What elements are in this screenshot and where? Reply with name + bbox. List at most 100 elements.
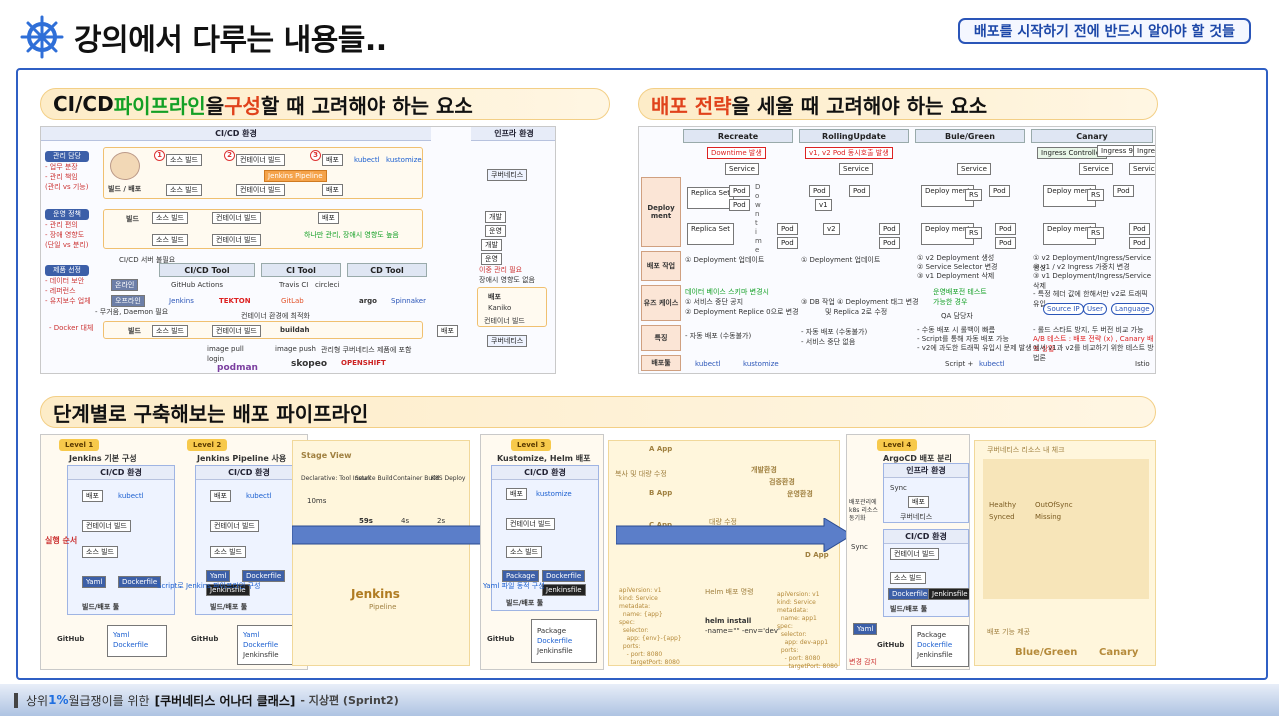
source-build-node: 소스 빌드: [210, 546, 246, 558]
role-block: 관리 담당 - 업무 분장 - 관리 책임 (관리 vs 기능): [45, 151, 97, 192]
service-node: Service: [1079, 163, 1113, 175]
pod-node: Pod: [1129, 223, 1150, 235]
source-ip-tag: Source IP: [1043, 303, 1084, 315]
col-canary: Canary: [1031, 129, 1153, 143]
cicd-env-header: CI/CD 환경: [68, 466, 174, 480]
deploy-label: 배포: [488, 293, 501, 301]
pod-node: Pod: [995, 237, 1016, 249]
feature-text: 에서 v1과 v2를 비교하기 위한 테스트 방법론: [1033, 344, 1154, 362]
role-line: - 데이터 보안: [45, 277, 85, 285]
work-text: ③ v1 Deployment 삭제: [917, 272, 995, 280]
level4-cicd: CI/CD 환경 컨테이너 빌드 소스 빌드 Dockerfile Jenkin…: [883, 529, 969, 617]
work-text: ③ v1 Deployment/Ingress/Service 삭제: [1033, 272, 1151, 290]
bulk-note: 대량 수정: [709, 518, 737, 526]
deploy-node: 배포: [322, 154, 343, 166]
dockerfile-file: Dockerfile: [113, 641, 149, 649]
env-dev: 개발환경: [751, 466, 777, 474]
feature-text: A/B 테스트 : 배포 전략 (x) , Canary 배포 상황: [1033, 335, 1154, 353]
source-build-node: 소스 빌드: [152, 234, 188, 246]
dockerfile-tag: Dockerfile: [242, 570, 286, 582]
service-node: Service: [957, 163, 991, 175]
role-line: - 관리 편의: [45, 221, 78, 229]
online-tag: 온라인: [111, 279, 139, 291]
role-heading: 운영 정책: [45, 209, 89, 220]
usecase-text: ① 서비스 중단 공지: [685, 298, 744, 306]
role-line: (단일 vs 분리): [45, 241, 89, 249]
title-part: CI/CD: [53, 92, 114, 116]
pipeline-group-1: 빌드 / 배포 1 소스 빌드 2 컨테이너 빌드 3 배포 kubectl k…: [103, 147, 423, 199]
login-label: login: [207, 355, 225, 363]
footer-middle: 월급쟁이를 위한: [68, 693, 150, 708]
tool-gitlab: GitLab: [281, 297, 304, 305]
work-text: ① v2 Deployment/Ingress/Service 생성: [1033, 254, 1151, 272]
canary-label: Canary: [1099, 647, 1139, 658]
jenkinsfile-file: Jenkinsfile: [537, 647, 573, 655]
service-node: Service: [839, 163, 873, 175]
cicd-env-header: CI/CD 환경: [492, 466, 598, 480]
argo-status: OutOfSync: [1035, 501, 1073, 509]
row-deployment: Deploy ment: [641, 177, 681, 247]
replica-node: Replica Set: [687, 187, 735, 209]
title-highlight-strategy: 배포 전략: [651, 93, 732, 118]
source-build-node: 소스 빌드: [152, 325, 188, 337]
argo-status: Missing: [1035, 513, 1062, 521]
usecase-text: 데이터 베이스 스키마 변경시: [685, 288, 769, 296]
argo-screenshot: [983, 459, 1149, 599]
kaniko-group: 배포 Kaniko 컨테이너 빌드: [477, 287, 547, 327]
pod-node: Pod: [1129, 237, 1150, 249]
work-text: ② v1 / v2 Ingress 가중치 변경: [1033, 263, 1130, 271]
deploy-node: 배포: [908, 496, 929, 508]
tool-argo: argo: [359, 297, 377, 305]
stage-col: Declarative: Tool Install: [301, 475, 371, 482]
helm-panel: A App B App C App 복사 및 대량 수정 대량 수정 개발환경 …: [608, 440, 840, 670]
strategy-table: Recreate RollingUpdate Bule/Green Canary…: [638, 126, 1156, 374]
ci-server-note: CI/CD 서버 불필요: [119, 256, 176, 264]
level-name: Kustomize, Helm 배포: [497, 454, 591, 463]
k8s-label: 쿠버네티스: [900, 513, 933, 521]
build-deploy-label: 빌드/배포 툴: [210, 603, 248, 611]
step-badge: 2: [224, 150, 235, 161]
offline-tag: 오프라인: [111, 295, 145, 307]
container-build-node: 컨테이너 빌드: [890, 548, 939, 560]
package-file: Package: [537, 627, 567, 635]
downtime-note: Downtime 발생: [707, 147, 766, 159]
title-part: 할 때 고려해야 하는 요소: [260, 93, 473, 118]
build-deploy-label: 빌드/배포 툴: [82, 603, 120, 611]
usecase-text: 및 Replica 2로 수정: [825, 308, 888, 316]
level-name: ArgoCD 배포 분리: [883, 454, 952, 463]
container-build-node: 컨테이너 빌드: [236, 154, 285, 166]
tool-kustomize: kustomize: [743, 360, 779, 368]
levels-1-2-panel: Level 1 Jenkins 기본 구성 Level 2 Jenkins Pi…: [40, 434, 308, 670]
pod-node: Pod: [777, 237, 798, 249]
change-detect-label: 변경 감지: [849, 658, 877, 666]
level-name: Jenkins 기본 구성: [69, 454, 137, 463]
kubectl-label: kubectl: [118, 492, 144, 500]
title-row: 강의에서 다루는 내용들..: [20, 12, 387, 62]
source-build-node: 소스 빌드: [152, 212, 188, 224]
usecase-text: ③ DB 작업 ④ Deployment 태그 변경: [801, 298, 919, 306]
footer: 상위 1% 월급쟁이를 위한 [쿠버네티스 어나더 클래스] - 지상편 (Sp…: [0, 684, 1279, 716]
cicd-env-header: CI/CD 환경: [41, 127, 431, 141]
helm-opt: -name="" -env='dev': [705, 627, 780, 635]
role-line: - 유지보수 업체: [45, 297, 91, 305]
pod-node: Pod: [729, 185, 750, 197]
footer-bar: [14, 692, 18, 708]
stage-col: K8S Deploy: [431, 475, 466, 482]
row-features: 특징: [641, 325, 681, 351]
argo-title: 쿠버네티스 리소스 내 체크: [987, 446, 1065, 454]
source-build-node: 소스 빌드: [166, 184, 202, 196]
row-tools: 배포툴: [641, 355, 681, 371]
feature-text: - 자동 배포 (수동불가): [801, 328, 868, 336]
yaml-tag: Yaml: [82, 576, 107, 588]
app-label: B App: [649, 489, 673, 497]
tool-head: CI Tool: [261, 263, 341, 277]
image-push-label: image push: [275, 345, 316, 353]
deploy-node: 배포: [210, 490, 231, 502]
level-tag: Level 2: [187, 439, 228, 451]
role-line: - 레퍼런스: [45, 287, 76, 295]
stage-col: Container Build: [393, 475, 440, 482]
dockerfile-file: Dockerfile: [917, 641, 953, 649]
dockerfile-tag: Dockerfile: [888, 588, 932, 600]
dockerfile-file: Dockerfile: [537, 637, 573, 645]
downtime-letters: D o w n t i m e: [755, 183, 762, 254]
